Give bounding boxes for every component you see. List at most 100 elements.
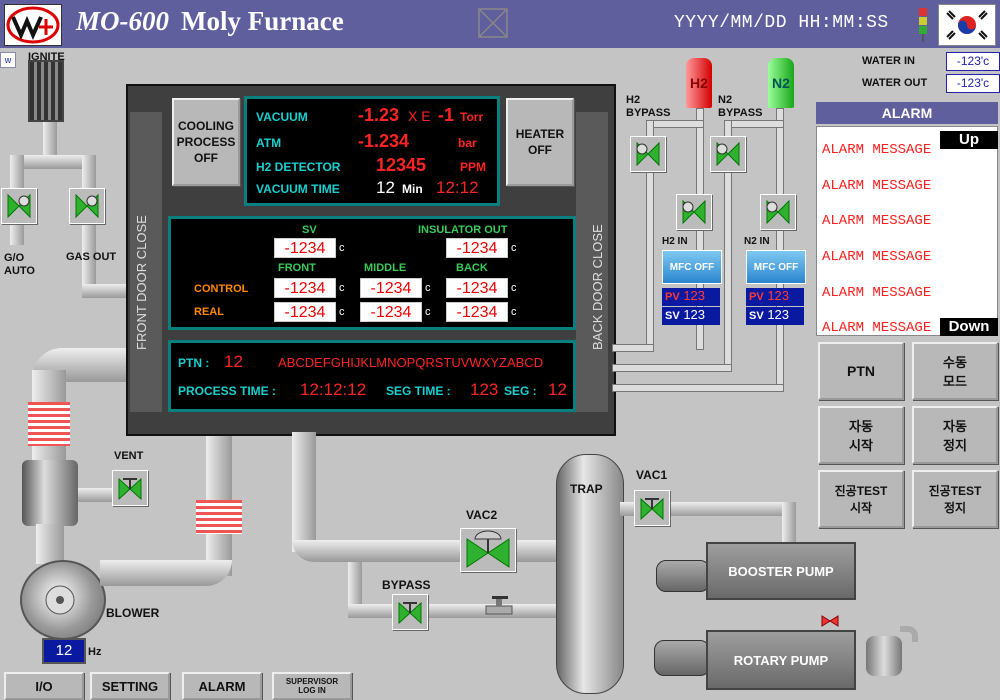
sv-input[interactable]: -1234	[274, 238, 336, 258]
pipe	[612, 384, 784, 392]
pipe	[646, 120, 704, 128]
vent-valve-icon[interactable]	[112, 470, 148, 506]
real-middle-value: -1234	[360, 302, 422, 322]
hz-unit: Hz	[88, 646, 102, 658]
process-panel	[168, 340, 576, 412]
vac1-label: VAC1	[636, 468, 668, 482]
auto-start-button[interactable]: 자동 시작	[818, 406, 904, 464]
vacuum-panel	[244, 96, 500, 206]
language-flag-icon[interactable]	[938, 4, 996, 46]
ptn-label: PTN :	[178, 356, 210, 370]
alarm-message-5: ALARM MESSAGE	[822, 285, 932, 301]
middle-label: MIDDLE	[364, 262, 407, 274]
company-logo	[4, 4, 62, 46]
gas-out-valve-icon[interactable]	[69, 188, 105, 224]
vac2-valve-icon[interactable]	[460, 528, 516, 572]
rotary-pump[interactable]: ROTARY PUMP	[706, 630, 856, 690]
control-middle-input[interactable]: -1234	[360, 278, 422, 298]
alarm-scroll-down-button[interactable]: Down	[940, 318, 998, 336]
control-front-input[interactable]: -1234	[274, 278, 336, 298]
bypass-label: BYPASS	[382, 578, 431, 592]
insulator-out-label: INSULATOR OUT	[418, 224, 508, 236]
vacuum-value: -1.23	[358, 105, 400, 125]
back-door	[576, 112, 608, 412]
n2-cylinder-label: N2	[772, 75, 790, 91]
control-back-input[interactable]: -1234	[446, 278, 508, 298]
ptn-button[interactable]: PTN	[818, 342, 904, 400]
h2-sv-display: SV 123	[662, 307, 720, 325]
h2-bypass-valve-icon[interactable]	[630, 136, 666, 172]
manual-mode-button[interactable]: 수동 모드	[912, 342, 998, 400]
alarm-message-6: ALARM MESSAGE	[822, 320, 932, 336]
vacuum-x-label: X E	[408, 108, 431, 124]
control-front-unit: c	[339, 282, 345, 294]
bellows-icon	[196, 500, 242, 534]
alarm-message-1: ALARM MESSAGE	[822, 142, 932, 158]
io-button[interactable]: I/O	[4, 672, 84, 700]
vacuum-test-start-button[interactable]: 진공TEST 시작	[818, 470, 904, 528]
n2-mfc-button[interactable]: MFC OFF	[746, 250, 806, 284]
atm-value: -1.234	[358, 131, 410, 151]
front-door	[130, 112, 162, 412]
pipe	[348, 604, 560, 618]
h2-pv-display: PV 123	[662, 288, 720, 306]
igniter-icon	[28, 60, 64, 122]
vacuum-test-stop-button[interactable]: 진공TEST 정지	[912, 470, 998, 528]
window-icon: w	[0, 52, 16, 68]
go-valve-icon[interactable]	[1, 188, 37, 224]
pipe	[292, 432, 316, 552]
pipe	[776, 108, 784, 390]
booster-pump-label: BOOSTER PUMP	[728, 563, 834, 579]
blower-hz-value[interactable]: 12	[42, 638, 86, 664]
water-in-value: -123'c	[946, 52, 1000, 71]
n2-in-valve-icon[interactable]	[760, 194, 796, 230]
pipe	[82, 284, 126, 298]
cooling-process-button[interactable]: COOLING PROCESS OFF	[172, 98, 240, 186]
bypass-valve-icon[interactable]	[392, 594, 428, 630]
alarm-button[interactable]: ALARM	[182, 672, 262, 700]
sv-unit: c	[339, 242, 345, 254]
back-door-status: BACK DOOR CLOSE	[590, 224, 605, 350]
real-back-unit: c	[511, 306, 517, 318]
trap-vessel	[556, 454, 624, 694]
h2-in-valve-icon[interactable]	[676, 194, 712, 230]
front-door-status: FRONT DOOR CLOSE	[134, 215, 149, 350]
manual-valve-icon[interactable]	[484, 596, 514, 620]
n2-pv-label: PV	[749, 291, 764, 303]
n2-in-label: N2 IN	[744, 236, 770, 247]
vacuum-time-value: 12	[376, 178, 395, 197]
atm-unit: bar	[458, 136, 477, 150]
vacuum-time-unit: Min	[402, 182, 423, 196]
setting-button[interactable]: SETTING	[90, 672, 170, 700]
supervisor-login-button[interactable]: SUPERVISOR LOG IN	[272, 672, 352, 700]
alarm-message-2: ALARM MESSAGE	[822, 178, 932, 194]
close-icon[interactable]	[478, 8, 508, 38]
h2-detector-label: H2 DETECTOR	[256, 160, 341, 174]
n2-bypass-label: N2 BYPASS	[718, 94, 763, 119]
pipe	[43, 118, 57, 158]
front-label: FRONT	[278, 262, 316, 274]
model-name: MO-600	[76, 6, 169, 36]
real-front-unit: c	[339, 306, 345, 318]
insulator-out-unit: c	[511, 242, 517, 254]
atm-label: ATM	[256, 136, 282, 150]
n2-bypass-valve-icon[interactable]	[710, 136, 746, 172]
vent-filter-icon	[22, 460, 78, 526]
booster-pump[interactable]: BOOSTER PUMP	[706, 542, 856, 600]
n2-sv-display: SV 123	[746, 307, 804, 325]
bellows-icon	[28, 402, 70, 446]
alarm-scroll-up-button[interactable]: Up	[940, 131, 998, 149]
vac1-valve-icon[interactable]	[634, 490, 670, 526]
h2-pv-value: 123	[683, 288, 706, 303]
heater-button[interactable]: HEATER OFF	[506, 98, 574, 186]
n2-sv-value[interactable]: 123	[767, 307, 790, 322]
auto-stop-button[interactable]: 자동 정지	[912, 406, 998, 464]
vacuum-time-label: VACUUM TIME	[256, 182, 340, 196]
pipe	[78, 488, 112, 502]
pipe	[292, 540, 562, 562]
h2-mfc-button[interactable]: MFC OFF	[662, 250, 722, 284]
alarm-message-4: ALARM MESSAGE	[822, 249, 932, 265]
n2-pv-display: PV 123	[746, 288, 804, 306]
h2-sv-value[interactable]: 123	[683, 307, 706, 322]
h2-detector-value: 12345	[376, 155, 427, 175]
